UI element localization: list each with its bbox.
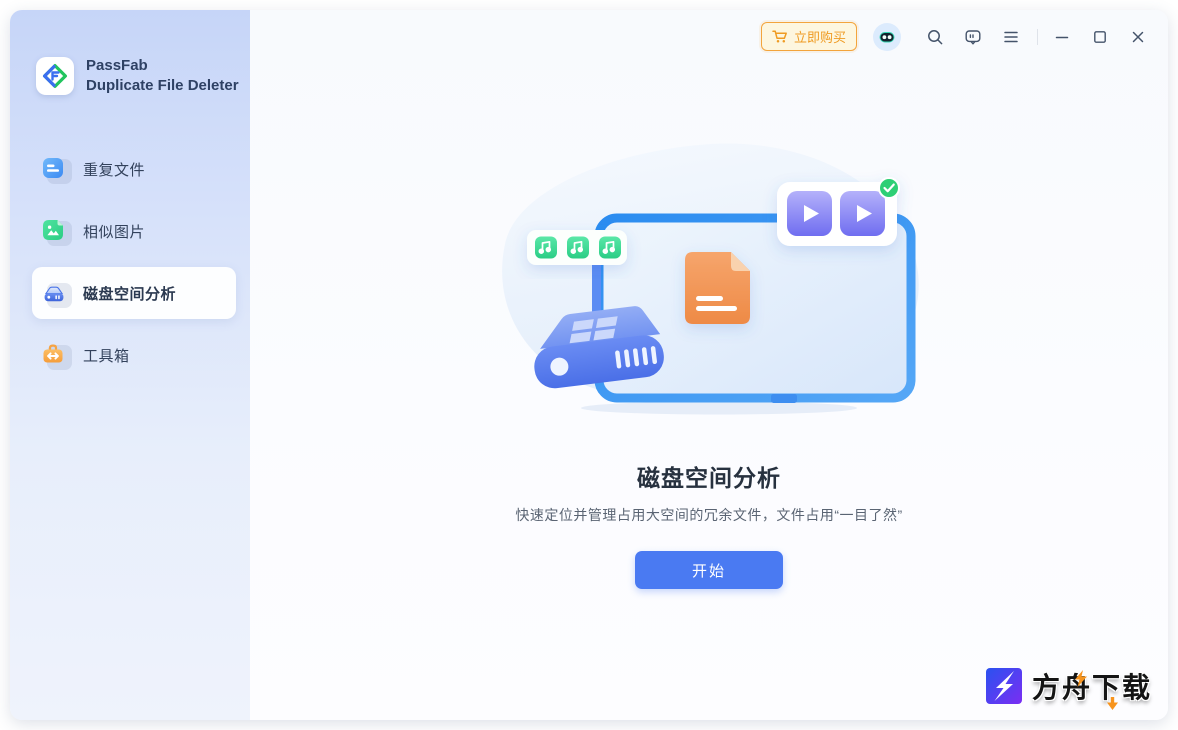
toolbox-icon (40, 341, 72, 370)
cart-icon (772, 30, 787, 43)
illustration-ground-shadow (581, 401, 857, 415)
check-badge (878, 177, 900, 199)
main-content: 立即购买 (250, 10, 1168, 720)
watermark: 方舟下载 (985, 666, 1152, 710)
buy-now-label: 立即购买 (793, 30, 846, 45)
disk-analysis-illustration (479, 128, 939, 433)
sidebar-item-similar-images[interactable]: 相似图片 (32, 205, 236, 257)
maximize-button[interactable] (1086, 23, 1114, 51)
video-files-shape (777, 177, 900, 246)
sidebar-item-label: 磁盘空间分析 (83, 285, 177, 303)
sidebar-item-toolbox[interactable]: 工具箱 (32, 329, 236, 381)
page-subtitle: 快速定位并管理占用大空间的冗余文件，文件占用“一目了然” (515, 507, 903, 523)
music-files-shape (527, 230, 627, 265)
buy-now-button[interactable]: 立即购买 (760, 22, 857, 51)
app-logo-icon (36, 56, 74, 95)
duplicate-files-icon (40, 155, 72, 184)
titlebar-controls: 立即购买 (760, 22, 1152, 51)
sidebar-item-label: 重复文件 (83, 161, 146, 179)
watermark-logo-icon (985, 668, 1022, 704)
app-logo: PassFab Duplicate File Deleter (10, 10, 250, 95)
menu-icon[interactable] (997, 23, 1025, 51)
page-title: 磁盘空间分析 (637, 465, 781, 491)
close-button[interactable] (1124, 23, 1152, 51)
sidebar-item-label: 相似图片 (83, 223, 146, 241)
sidebar: PassFab Duplicate File Deleter 重复文件 (10, 10, 250, 720)
watermark-text: 方舟下载 (1031, 672, 1152, 703)
sidebar-item-duplicate-files[interactable]: 重复文件 (32, 143, 236, 195)
disk-analysis-icon (40, 279, 72, 308)
sidebar-item-disk-analysis[interactable]: 磁盘空间分析 (32, 267, 236, 319)
disk-drive-shape (534, 306, 664, 389)
search-icon[interactable] (921, 23, 949, 51)
watermark-bolt-icon (1074, 670, 1087, 687)
brand-line2: Duplicate File Deleter (86, 76, 239, 94)
brand-line1: PassFab (86, 57, 148, 74)
assistant-robot-icon[interactable] (873, 22, 901, 51)
feedback-icon[interactable] (959, 23, 987, 51)
sidebar-item-label: 工具箱 (83, 347, 130, 365)
titlebar-divider (1037, 28, 1038, 45)
similar-images-icon (40, 217, 72, 246)
minimize-button[interactable] (1048, 23, 1076, 51)
start-button[interactable]: 开始 (635, 551, 783, 589)
document-shape (685, 252, 750, 324)
sidebar-nav: 重复文件 相似图片 (10, 143, 250, 381)
watermark-arrow-icon (1106, 697, 1118, 710)
app-window: PassFab Duplicate File Deleter 重复文件 (10, 10, 1168, 720)
